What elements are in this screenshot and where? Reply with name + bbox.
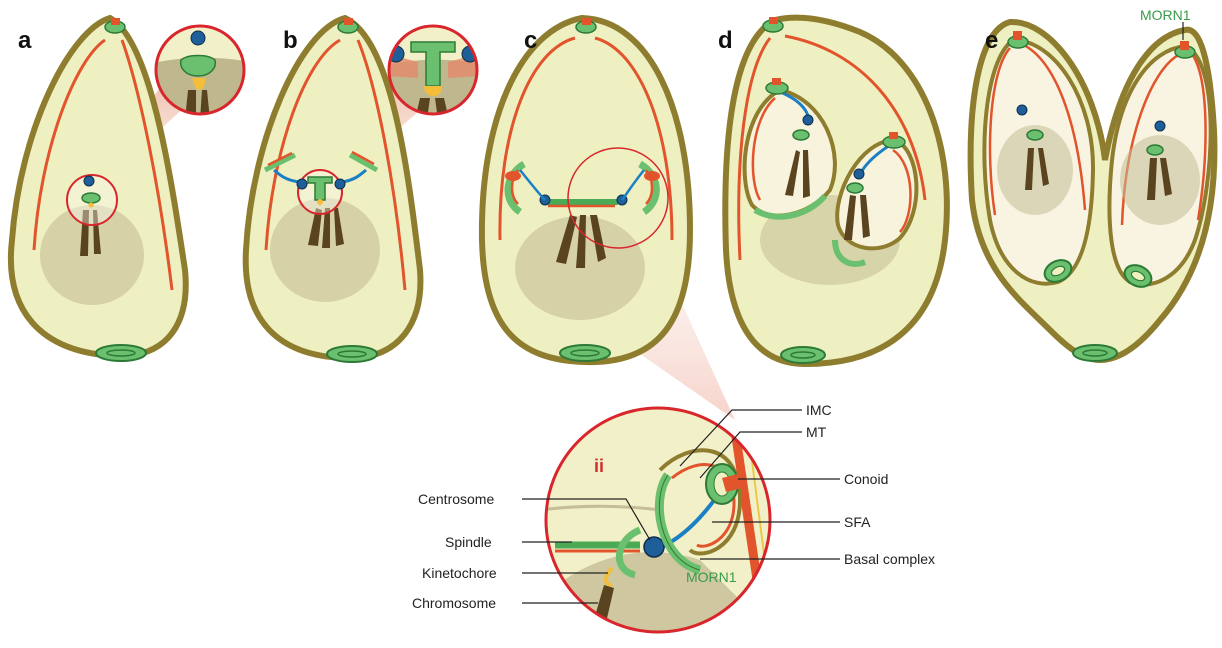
centrosome xyxy=(644,537,664,557)
morn1-ring xyxy=(847,183,863,193)
morn1-ring xyxy=(1147,145,1163,155)
centrosome xyxy=(854,169,864,179)
panel-label-d: d xyxy=(718,27,733,54)
conoid xyxy=(1180,41,1189,50)
panel-a: a xyxy=(11,18,260,361)
centrosome xyxy=(803,115,813,125)
panel-label-c: c xyxy=(524,27,537,54)
inset-morn1-label: MORN1 xyxy=(686,569,737,585)
label-spindle: Spindle xyxy=(445,534,492,550)
label-imc: IMC xyxy=(806,402,832,418)
panel-label-e: e xyxy=(985,27,998,54)
basal-complex xyxy=(96,345,146,361)
label-sfa: SFA xyxy=(844,514,871,530)
kinetochore xyxy=(317,199,323,205)
label-conoid: Conoid xyxy=(844,471,888,487)
centrosome xyxy=(1017,105,1027,115)
centrosome xyxy=(84,176,94,186)
centrosome xyxy=(1155,121,1165,131)
conoid xyxy=(111,18,120,25)
conoid xyxy=(889,132,898,139)
label-mt: MT xyxy=(806,424,827,440)
morn1-ring xyxy=(82,193,100,203)
label-kinetochore: Kinetochore xyxy=(422,565,497,581)
conoid xyxy=(772,78,781,85)
morn1-ring xyxy=(793,130,809,140)
basal-complex xyxy=(327,346,377,362)
panel-c: c xyxy=(482,18,735,420)
morn1-label: MORN1 xyxy=(1140,7,1191,23)
basal-complex xyxy=(781,347,825,363)
inset-ii: ii MORN1 IMC MT Conoid SFA Basal complex… xyxy=(412,400,935,640)
centrosome xyxy=(297,179,307,189)
conoid xyxy=(1013,31,1022,40)
panel-label-b: b xyxy=(283,27,298,54)
conoid xyxy=(769,17,778,24)
centrosome xyxy=(335,179,345,189)
label-centrosome: Centrosome xyxy=(418,491,494,507)
conoid xyxy=(344,18,353,25)
panel-b: b xyxy=(246,18,485,362)
inset-numeral: ii xyxy=(594,456,604,476)
panel-label-a: a xyxy=(18,27,32,54)
kinetochore xyxy=(89,203,94,208)
label-basal-complex: Basal complex xyxy=(844,551,935,567)
basal-complex xyxy=(560,345,610,361)
panel-d: d xyxy=(718,17,947,364)
conoid xyxy=(644,171,660,181)
panel-e: MORN1 e xyxy=(971,7,1215,361)
conoid xyxy=(505,171,521,181)
label-chromosome: Chromosome xyxy=(412,595,496,611)
conoid xyxy=(582,18,591,25)
morn1-ring xyxy=(1027,130,1043,140)
basal-complex xyxy=(1073,345,1117,361)
